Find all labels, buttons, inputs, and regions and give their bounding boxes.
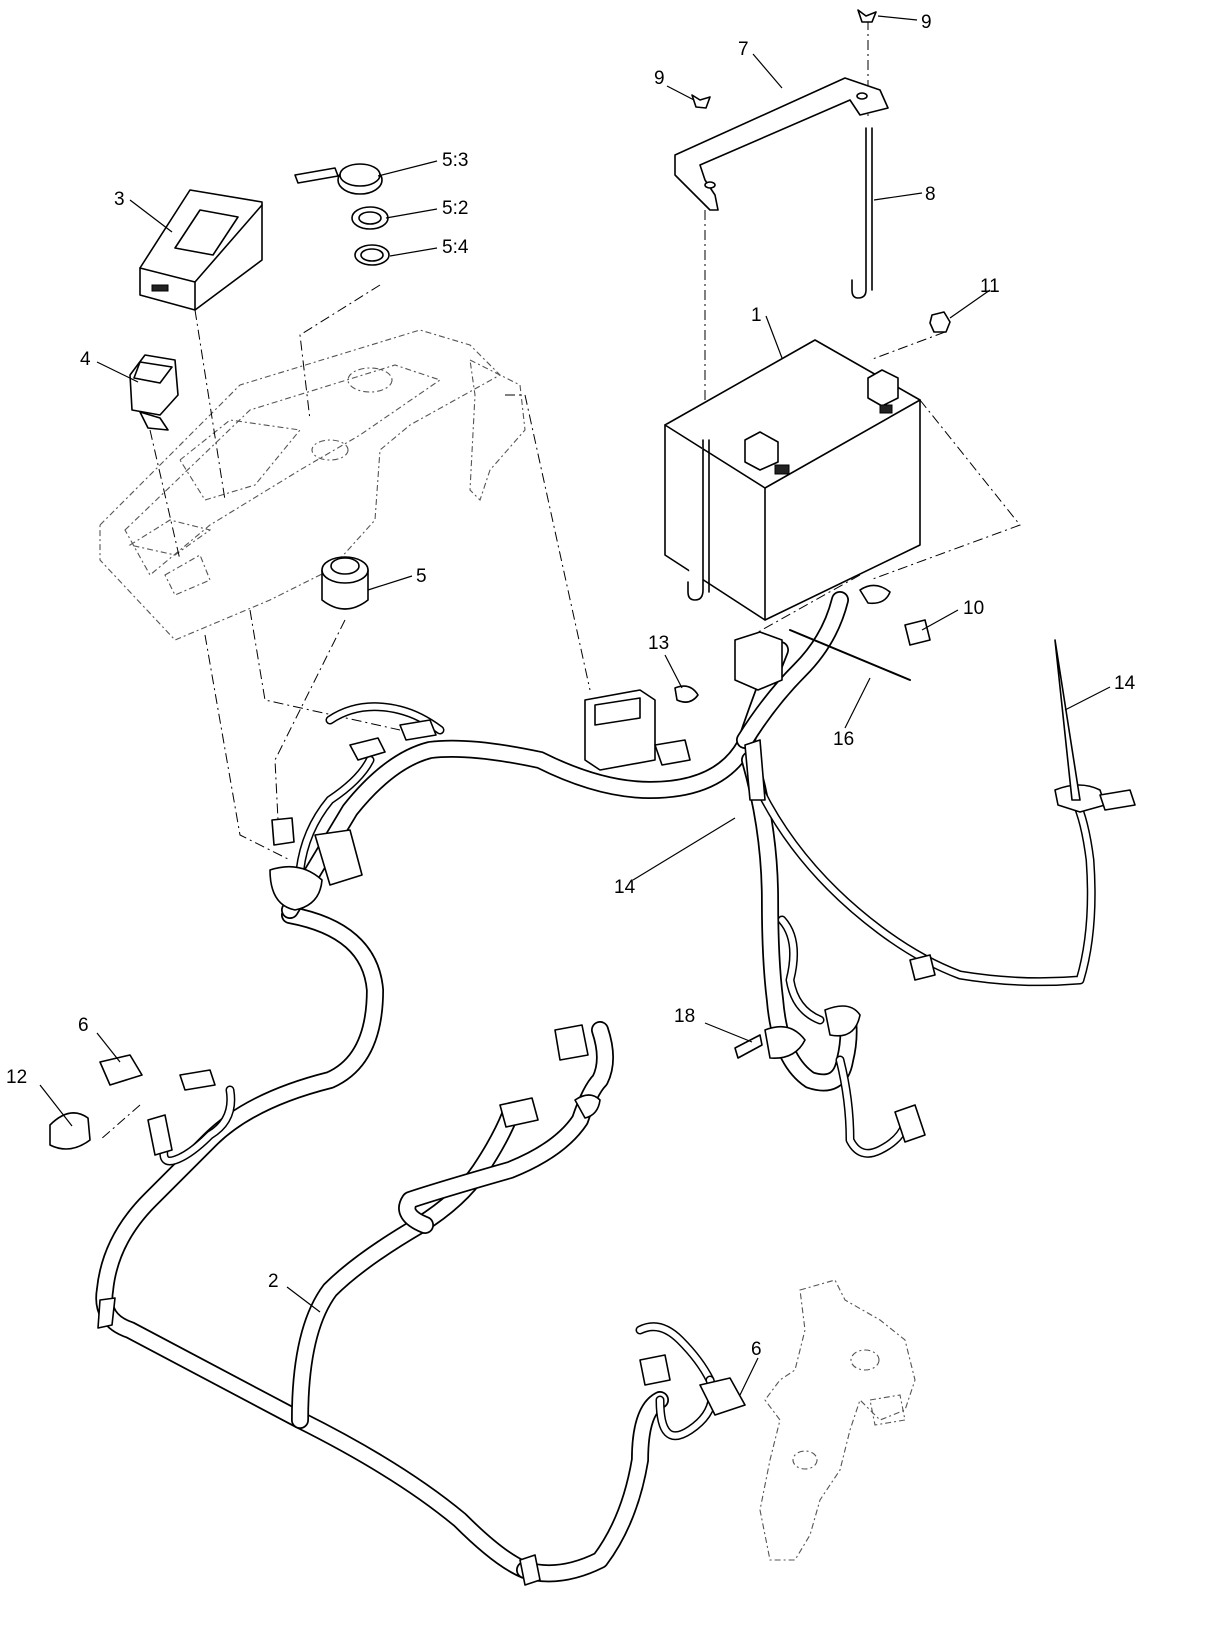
callout-2: 2 — [268, 1271, 279, 1292]
callout-4: 4 — [80, 349, 91, 370]
callout-13: 13 — [648, 633, 669, 654]
wiring-harness — [95, 591, 858, 1583]
hour-meter — [139, 189, 263, 311]
leader-lines — [39, 15, 1111, 1396]
callout-11: 11 — [980, 276, 1000, 297]
battery — [664, 339, 921, 621]
callout-5-4: 5:4 — [442, 237, 469, 258]
callout-14-right: 14 — [1114, 673, 1136, 694]
callout-6-bottom: 6 — [751, 1339, 762, 1360]
console-panel-outline — [99, 329, 526, 641]
callout-labels: 1 2 3 4 5 5:3 5:2 5:4 6 6 7 8 9 9 10 11 … — [6, 12, 1136, 1360]
callout-14-center: 14 — [614, 877, 636, 898]
callout-10: 10 — [963, 598, 984, 619]
callout-5: 5 — [416, 566, 427, 587]
connectors — [49, 584, 1136, 1586]
assembly-lines — [99, 20, 1021, 1141]
callout-18: 18 — [674, 1006, 695, 1027]
pto-switch — [129, 354, 179, 431]
callout-6-left: 6 — [78, 1015, 89, 1036]
callout-16: 16 — [833, 729, 854, 750]
ignition-switch — [321, 556, 369, 610]
pedal-bracket-outline — [759, 1279, 916, 1561]
callout-7: 7 — [738, 39, 749, 60]
callout-12: 12 — [6, 1067, 27, 1088]
callout-8: 8 — [925, 184, 936, 205]
callout-5-2: 5:2 — [442, 198, 468, 219]
callout-9-top: 9 — [921, 12, 932, 33]
battery-hold-down — [674, 9, 951, 601]
callout-5-3: 5:3 — [442, 150, 468, 171]
callout-1: 1 — [751, 305, 762, 326]
key-switch-parts — [294, 163, 390, 266]
callout-3: 3 — [114, 189, 125, 210]
callout-9-left: 9 — [654, 68, 665, 89]
